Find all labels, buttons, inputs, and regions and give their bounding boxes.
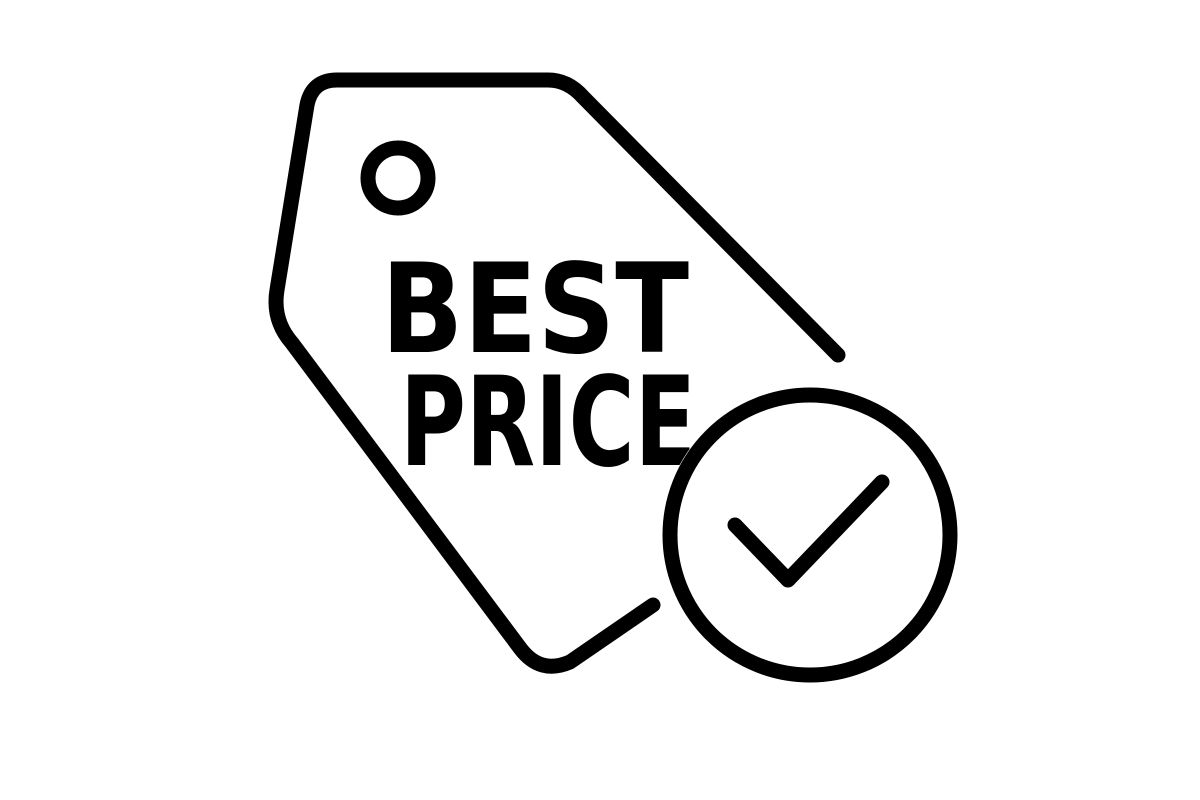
best-label: BEST	[381, 238, 689, 382]
price-tag-icon	[268, 72, 846, 674]
checkmark-icon	[727, 474, 890, 588]
check-circle-icon	[662, 387, 958, 683]
tag-hole	[360, 140, 436, 216]
tag-outline	[268, 72, 846, 674]
check-circle	[662, 387, 958, 683]
price-label: PRICE	[400, 351, 696, 495]
